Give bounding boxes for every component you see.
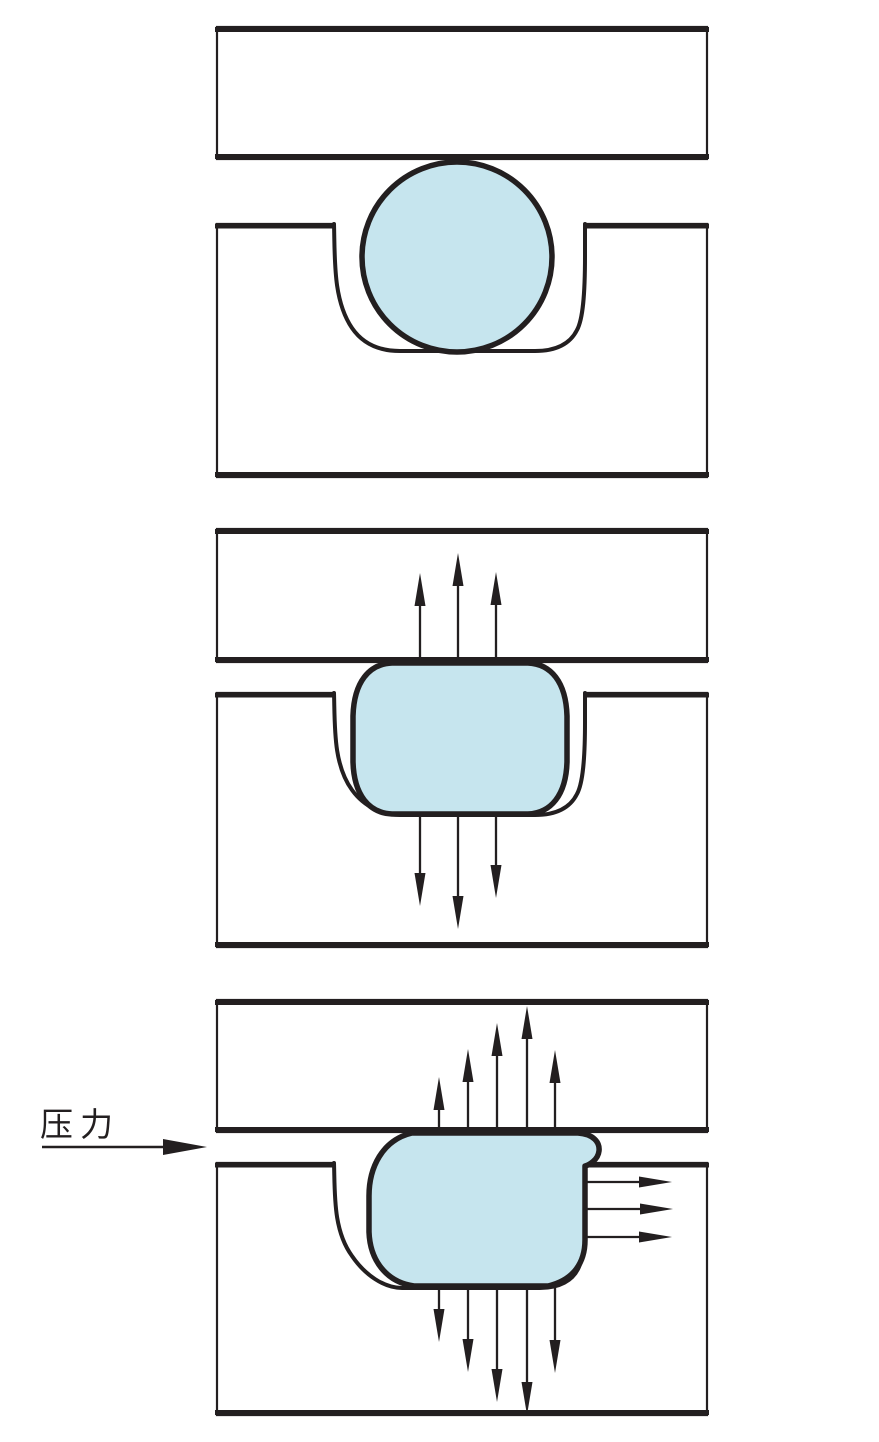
arrow-head bbox=[639, 1231, 672, 1243]
pressure-arrow bbox=[42, 1139, 207, 1155]
arrow-head bbox=[462, 1339, 474, 1372]
contact-stress-arrows-down bbox=[433, 1288, 561, 1415]
contact-stress-arrows-up bbox=[433, 1006, 561, 1131]
arrow-head bbox=[163, 1139, 207, 1155]
arrow-head bbox=[549, 1340, 561, 1373]
arrow-head bbox=[433, 1309, 445, 1342]
arrow-head bbox=[521, 1382, 533, 1415]
arrow-head bbox=[490, 865, 502, 898]
panel-compressed-state bbox=[215, 527, 709, 949]
arrow-head bbox=[549, 1050, 561, 1083]
arrow-head bbox=[639, 1176, 672, 1188]
contact-stress-arrows-up bbox=[414, 553, 502, 661]
arrow-head bbox=[490, 572, 502, 605]
upper-plate bbox=[215, 25, 709, 161]
panel-free-state bbox=[215, 25, 709, 479]
arrow-head bbox=[433, 1077, 445, 1110]
arrow-head bbox=[491, 1023, 503, 1056]
pressure-label: 压力 bbox=[40, 1105, 120, 1144]
panel-pressurized-state: 压力 bbox=[40, 998, 709, 1417]
o-ring-extruded bbox=[366, 1130, 602, 1289]
groove-outline bbox=[332, 222, 587, 353]
contact-stress-arrows-right bbox=[585, 1176, 673, 1243]
arrow-head bbox=[452, 896, 464, 929]
arrow-head bbox=[414, 573, 426, 606]
arrow-head bbox=[414, 873, 426, 906]
o-ring-cross-section bbox=[359, 159, 555, 355]
contact-stress-arrows-down bbox=[414, 816, 502, 929]
upper-plate bbox=[215, 527, 709, 664]
upper-plate bbox=[215, 998, 709, 1134]
arrow-head bbox=[640, 1203, 673, 1215]
o-ring-compressed bbox=[350, 660, 570, 817]
arrow-head bbox=[452, 553, 464, 586]
arrow-head bbox=[491, 1369, 503, 1402]
arrow-head bbox=[521, 1006, 533, 1039]
arrow-head bbox=[462, 1049, 474, 1082]
